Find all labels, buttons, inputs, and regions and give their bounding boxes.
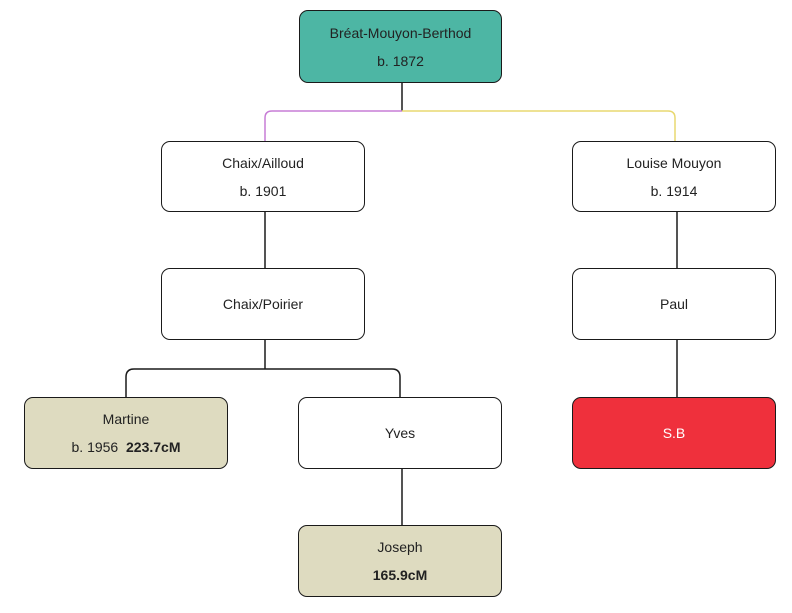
node-yves[interactable]: Yves bbox=[298, 397, 502, 469]
node-chaix-poirier-name: Chaix/Poirier bbox=[222, 296, 304, 312]
node-paul[interactable]: Paul bbox=[572, 268, 776, 340]
node-martine-cm: 223.7cM bbox=[126, 439, 181, 455]
node-joseph-cm: 165.9cM bbox=[372, 567, 428, 583]
node-martine-name: Martine bbox=[102, 411, 150, 427]
node-joseph-name: Joseph bbox=[377, 539, 423, 555]
node-joseph[interactable]: Joseph 165.9cM bbox=[298, 525, 502, 597]
node-chaix-ailloud[interactable]: Chaix/Ailloud b. 1901 bbox=[161, 141, 365, 212]
node-chaix-ailloud-name: Chaix/Ailloud bbox=[222, 154, 304, 171]
node-louise-mouyon[interactable]: Louise Mouyon b. 1914 bbox=[572, 141, 776, 212]
node-chaix-poirier[interactable]: Chaix/Poirier bbox=[161, 268, 365, 340]
node-chaix-ailloud-born: b. 1901 bbox=[239, 182, 287, 199]
node-martine-details: b. 1956 223.7cM bbox=[72, 433, 181, 461]
node-root[interactable]: Bréat-Mouyon-Berthod b. 1872 bbox=[299, 10, 502, 83]
node-louise-born: b. 1914 bbox=[650, 182, 698, 199]
node-martine[interactable]: Martine b. 1956 223.7cM bbox=[24, 397, 228, 469]
node-root-name: Bréat-Mouyon-Berthod bbox=[329, 24, 472, 41]
node-paul-name: Paul bbox=[659, 296, 689, 312]
node-louise-name: Louise Mouyon bbox=[626, 154, 722, 171]
node-yves-name: Yves bbox=[384, 425, 416, 441]
node-root-born: b. 1872 bbox=[377, 52, 424, 69]
node-sb-name: S.B bbox=[662, 425, 686, 441]
node-sb[interactable]: S.B bbox=[572, 397, 776, 469]
node-martine-born: b. 1956 bbox=[71, 439, 119, 455]
